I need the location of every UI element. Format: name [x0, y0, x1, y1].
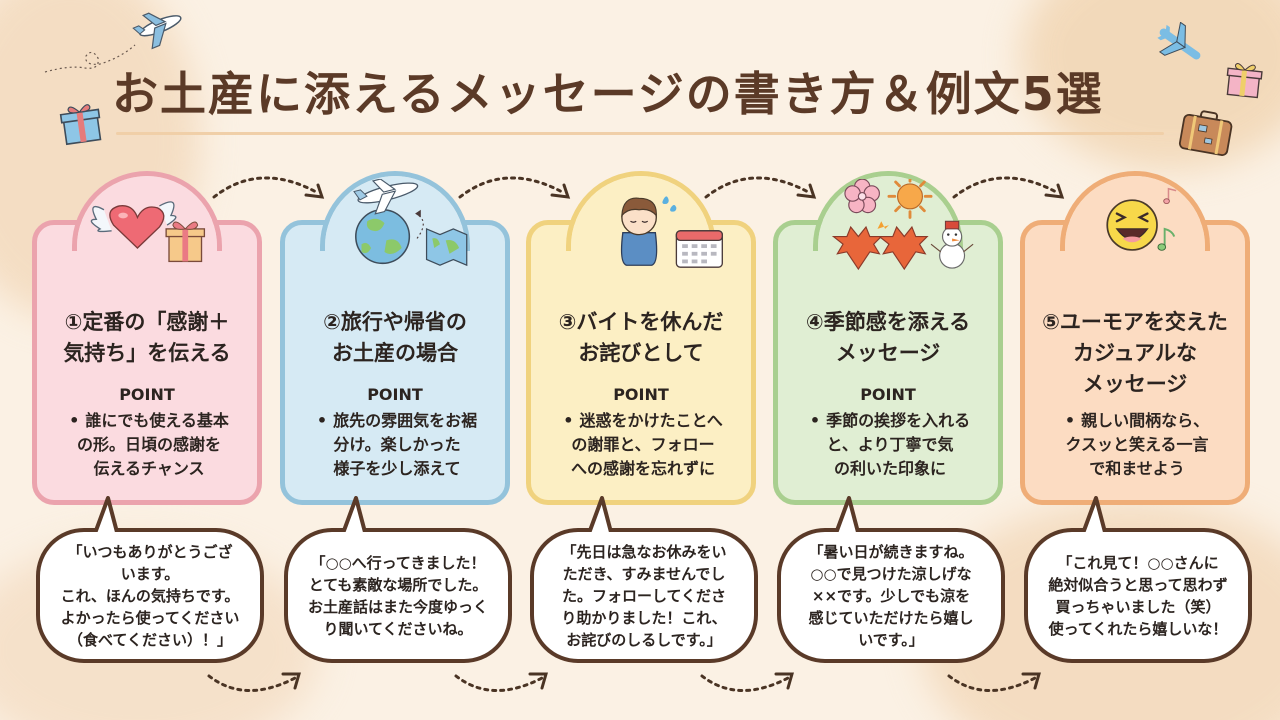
winged-heart-gift-icon	[90, 201, 206, 263]
card-title: ⑤ユーモアを交えた カジュアルな メッセージ	[1042, 310, 1228, 396]
card-title: ③バイトを休んだ お詫びとして	[558, 310, 724, 365]
example-message: 「先日は急なお休みをい ただき、すみませんでし た。フォローしてくださ り助かり…	[561, 542, 727, 649]
card-humor: ⑤ユーモアを交えた カジュアルな メッセージ •親しい間柄なら、 クスッと笑える…	[1020, 171, 1250, 505]
card-season: ④季節感を添える メッセージ POINT •季節の挨拶を入れる と、より丁寧で気…	[773, 171, 1003, 505]
point-label: POINT	[367, 385, 423, 404]
bubble-tail	[1078, 496, 1118, 536]
laughing-face-icon	[1106, 187, 1177, 251]
point-text: •旅先の雰囲気をお裾 分け。楽しかった 様子を少し添えて	[316, 411, 478, 478]
bubble-tail	[831, 496, 871, 536]
example-speech-bubble: 「○○へ行ってきました！ とても素敵な場所でした。 お土産話はまた今度ゆっく り…	[284, 496, 512, 663]
card-apology: ③バイトを休んだ お詫びとして POINT •迷惑をかけたことへ の謝罪と、フォ…	[526, 171, 756, 505]
flow-arrow-icon	[952, 176, 1065, 199]
card-travel: ②旅行や帰省の お土産の場合 POINT •旅先の雰囲気をお裾 分け。楽しかった…	[280, 171, 510, 505]
gift-icon	[59, 104, 102, 146]
example-message: 「いつもありがとうござ います。 これ、ほんの気持ちです。 よかったら使ってくだ…	[60, 542, 240, 649]
example-message: 「これ見て！○○さんに 絶対似合うと思って思わず 買っちゃいました（笑） 使って…	[1048, 553, 1228, 638]
suitcase-icon	[1178, 110, 1233, 156]
music-note-icon	[1163, 187, 1177, 205]
bowing-person-calendar-icon	[620, 196, 723, 268]
bubble-tail	[338, 496, 378, 536]
flow-arrow-icon	[212, 176, 325, 199]
bullet: •	[69, 411, 80, 430]
airplane-globe-map-icon	[353, 179, 468, 267]
point-text: •親しい間柄なら、 クスッと笑える一言 で和ませよう	[1064, 411, 1210, 478]
card-title: ②旅行や帰省の お土産の場合	[323, 310, 467, 365]
airplane-icon	[1157, 22, 1201, 60]
point-text: •誰にでも使える基本 の形。日頃の感謝を 伝えるチャンス	[69, 411, 229, 478]
flow-arrow-icon	[454, 672, 548, 692]
flow-arrow-icon	[207, 672, 301, 692]
point-text: •季節の挨拶を入れる と、より丁寧で気 の利いた印象に	[809, 411, 971, 478]
point-label: POINT	[860, 385, 916, 404]
bullet: •	[809, 411, 821, 430]
bullet: •	[316, 411, 328, 430]
seasons-icon	[831, 179, 974, 271]
bullet: •	[563, 411, 574, 430]
title-underline	[116, 132, 1164, 135]
example-speech-bubble: 「先日は急なお休みをい ただき、すみませんでし た。フォローしてくださ り助かり…	[530, 496, 758, 663]
airplane-icon	[44, 12, 182, 73]
flow-arrow-icon	[947, 672, 1041, 692]
flow-arrow-icon	[700, 672, 794, 692]
bullet: •	[1064, 411, 1076, 430]
example-message: 「○○へ行ってきました！ とても素敵な場所でした。 お土産話はまた今度ゆっく り…	[307, 553, 488, 638]
page-title: お土産に添えるメッセージの書き方＆例文5選	[112, 67, 1104, 121]
flow-arrow-icon	[458, 176, 571, 199]
point-label: POINT	[119, 385, 175, 404]
bubble-tail	[90, 496, 130, 536]
gift-icon	[1226, 63, 1263, 99]
example-speech-bubble: 「いつもありがとうござ います。 これ、ほんの気持ちです。 よかったら使ってくだ…	[36, 496, 264, 663]
example-message: 「暑い日が続きますね。 ○○で見つけた涼しげな ××です。少しでも涼を 感じてい…	[808, 542, 974, 649]
point-label: POINT	[613, 385, 669, 404]
example-speech-bubble: 「暑い日が続きますね。 ○○で見つけた涼しげな ××です。少しでも涼を 感じてい…	[777, 496, 1005, 663]
point-text: •迷惑をかけたことへ の謝罪と、フォロー への感謝を忘れずに	[563, 411, 723, 478]
example-speech-bubble: 「これ見て！○○さんに 絶対似合うと思って思わず 買っちゃいました（笑） 使って…	[1024, 496, 1252, 663]
card-gratitude: ①定番の「感謝＋ 気持ち」を伝える POINT •誰にでも使える基本 の形。日頃…	[32, 171, 262, 505]
music-note-icon	[1157, 227, 1176, 251]
flow-arrow-icon	[704, 176, 817, 199]
bubble-tail	[584, 496, 624, 536]
card-title: ①定番の「感謝＋ 気持ち」を伝える	[63, 310, 231, 365]
card-title: ④季節感を添える メッセージ	[805, 310, 971, 365]
